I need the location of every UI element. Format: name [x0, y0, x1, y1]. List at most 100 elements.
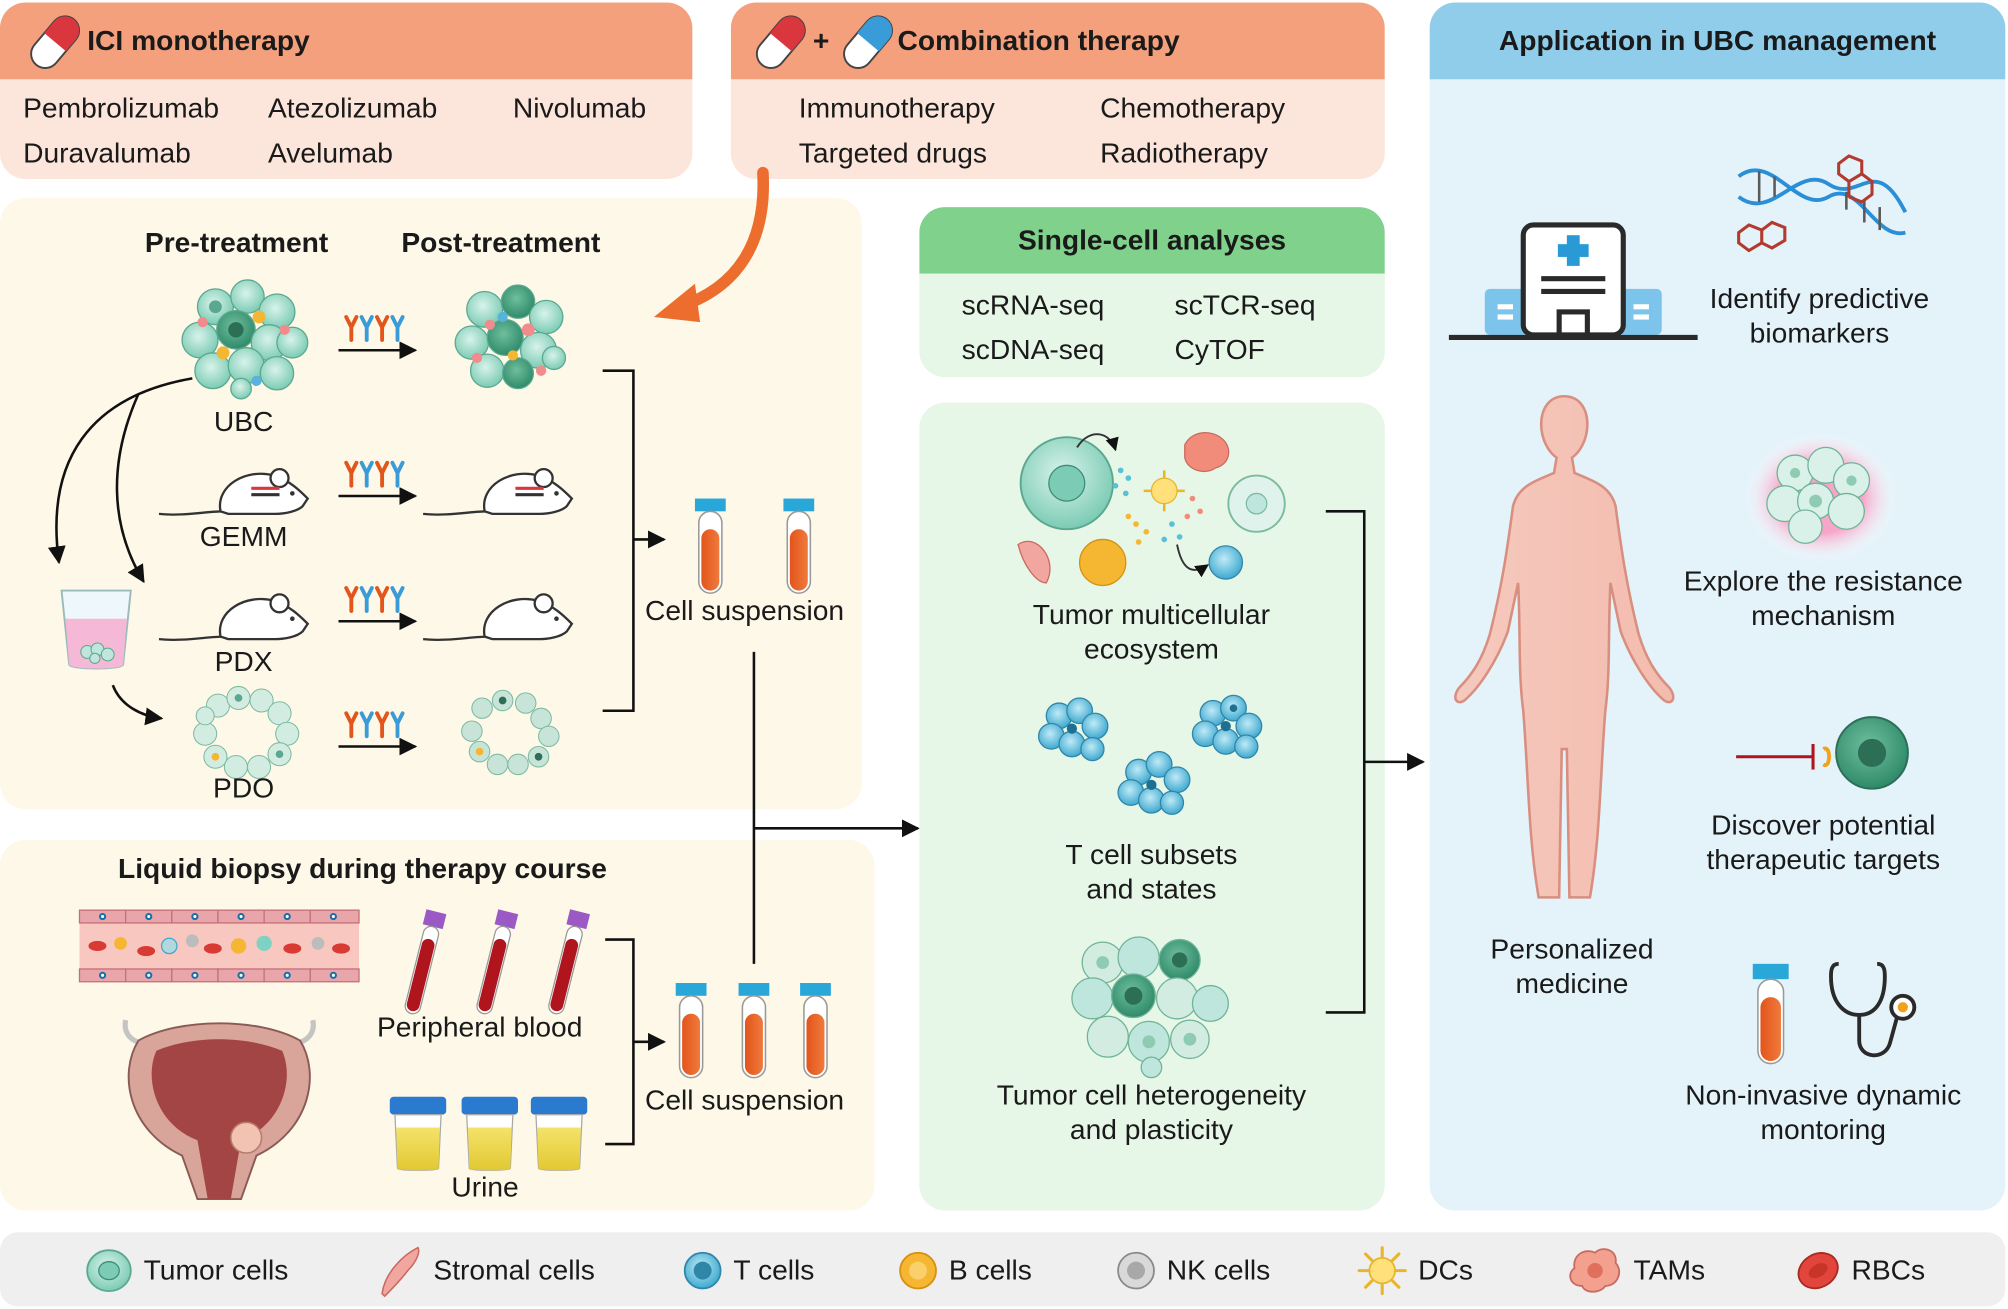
dna-molecule-icon: [1737, 154, 1908, 253]
tumor-heterogeneity-icon: [1071, 936, 1229, 1079]
gemm-label: GEMM: [199, 520, 288, 553]
pdx-label: PDX: [214, 645, 273, 678]
orange-curved-arrow: [653, 166, 769, 323]
personalized-label-line1: Personalized: [1490, 933, 1654, 966]
pdo-label: PDO: [213, 772, 275, 805]
resistant-cluster-icon: [1743, 432, 1898, 563]
targets-label-line2: therapeutic targets: [1706, 843, 1941, 876]
antibody-arrow-pdo: [338, 711, 418, 756]
cell-legend: [0, 1232, 2006, 1307]
gemm-mouse-post-icon: [422, 467, 574, 516]
human-body-icon: [1454, 394, 1675, 899]
antibody-arrow-pdx: [338, 586, 418, 631]
liquid-biopsy-title: Liquid biopsy during therapy course: [117, 852, 607, 885]
tcell-label-line2: and states: [1086, 873, 1217, 906]
method-scrna-seq: scRNA-seq: [961, 288, 1105, 321]
red-capsule-icon: [755, 15, 806, 69]
legend-label-t: T cells: [733, 1254, 815, 1286]
liquid-tube-2-icon: [738, 983, 770, 1079]
legend-dcs: DCs: [1357, 1245, 1473, 1296]
liquid-bracket: [605, 938, 666, 1146]
legend-tumor-cells: Tumor cells: [85, 1248, 289, 1294]
pdx-mouse-pre-icon: [158, 593, 310, 642]
legend-nk-cells: NK cells: [1116, 1250, 1271, 1291]
legend-label-nk: NK cells: [1166, 1254, 1271, 1286]
tumor-ecosystem-icon: [1017, 432, 1286, 587]
targets-label-line1: Discover potential: [1711, 809, 1936, 842]
resistance-label-line1: Explore the resistance: [1683, 565, 1963, 597]
blood-vessel-icon: [78, 909, 360, 983]
models-tube-1-icon: [694, 498, 726, 594]
insights-bracket: [1325, 510, 1426, 1014]
tam-icon: [1569, 1248, 1620, 1293]
combo-radiotherapy: Radiotherapy: [1100, 136, 1268, 169]
combo-title: Combination therapy: [897, 24, 1180, 57]
urine-label: Urine: [451, 1170, 519, 1203]
heterogeneity-label-line1: Tumor cell heterogeneity: [996, 1078, 1307, 1111]
models-cell-suspension-label: Cell suspension: [644, 594, 845, 627]
monitoring-label-line1: Non-invasive dynamic: [1685, 1078, 1962, 1111]
method-sctcr-seq: scTCR-seq: [1174, 288, 1316, 321]
personalized-label-line2: medicine: [1515, 967, 1629, 1000]
peripheral-blood-label: Peripheral blood: [376, 1011, 583, 1044]
legend-label-rbc: RBCs: [1851, 1254, 1926, 1286]
models-bracket: [602, 369, 666, 713]
gemm-mouse-pre-icon: [158, 467, 310, 516]
ubc-label: UBC: [213, 405, 274, 438]
legend-label-tam: TAMs: [1633, 1254, 1706, 1286]
b-cell-icon: [899, 1251, 937, 1290]
stethoscope-icon: [1829, 961, 1917, 1058]
nk-cell-icon: [1117, 1251, 1155, 1290]
bladder-icon: [122, 1019, 316, 1201]
combo-chemotherapy: Chemotherapy: [1100, 92, 1286, 124]
resistance-label-line2: mechanism: [1751, 599, 1896, 632]
derivation-arrows: [47, 377, 193, 726]
blue-capsule-icon: [843, 15, 894, 69]
single-cell-analyses-panel: Single-cell analyses scRNA-seq scTCR-seq…: [919, 207, 1385, 378]
pdo-organoid-pre-icon: [193, 685, 300, 779]
legend-stromal-cells: Stromal cells: [377, 1243, 595, 1299]
drug-pembrolizumab: Pembrolizumab: [23, 92, 220, 124]
suspension-connector: [752, 651, 920, 964]
drug-durvalumab: Duravalumab: [23, 136, 191, 169]
monitoring-tube-icon: [1752, 963, 1789, 1065]
models-tube-2-icon: [783, 498, 815, 594]
drug-nivolumab: Nivolumab: [512, 92, 647, 124]
single-cell-title: Single-cell analyses: [1017, 223, 1287, 256]
ubc-tumor-pre-icon: [181, 279, 309, 400]
legend-tams: TAMs: [1567, 1245, 1705, 1296]
liquid-cell-suspension-label: Cell suspension: [644, 1083, 845, 1116]
hospital-icon: [1448, 222, 1698, 341]
liquid-tube-3-icon: [800, 983, 831, 1079]
pre-treatment-label: Pre-treatment: [144, 226, 329, 259]
legend-t-cells: T cells: [682, 1250, 814, 1291]
biomarkers-label-line2: biomarkers: [1749, 317, 1890, 349]
blood-tubes-icon: [404, 909, 591, 1015]
pdx-mouse-post-icon: [422, 593, 574, 642]
liquid-tube-1-icon: [675, 983, 707, 1079]
antibody-arrow-gemm: [338, 460, 418, 505]
legend-label-tumor: Tumor cells: [143, 1254, 289, 1286]
method-scdna-seq: scDNA-seq: [961, 333, 1105, 366]
drug-avelumab: Avelumab: [267, 136, 393, 169]
combo-immunotherapy: Immunotherapy: [798, 92, 995, 124]
urine-cups-icon: [389, 1096, 588, 1171]
biomarkers-label-line1: Identify predictive: [1709, 282, 1930, 315]
t-cell-icon: [683, 1251, 722, 1290]
tcell-label-line1: T cell subsets: [1065, 838, 1238, 871]
ubc-tumor-post-icon: [454, 284, 567, 390]
heterogeneity-label-line2: and plasticity: [1069, 1113, 1233, 1146]
tumor-cell-icon: [86, 1249, 132, 1292]
pdo-organoid-post-icon: [461, 689, 560, 776]
legend-label-dc: DCs: [1418, 1254, 1473, 1286]
antibody-arrow-ubc: [338, 315, 418, 360]
legend-rbcs: RBCs: [1795, 1248, 1925, 1294]
target-inhibition-icon: [1736, 716, 1909, 790]
plus-sign: +: [812, 24, 830, 57]
post-treatment-label: Post-treatment: [401, 226, 601, 259]
legend-label-stromal: Stromal cells: [433, 1254, 595, 1286]
legend-b-cells: B cells: [898, 1250, 1032, 1291]
rbc-icon: [1797, 1252, 1839, 1290]
capsule-icon: [30, 15, 81, 69]
ecosystem-label-line1: Tumor multicellular: [1032, 598, 1271, 631]
